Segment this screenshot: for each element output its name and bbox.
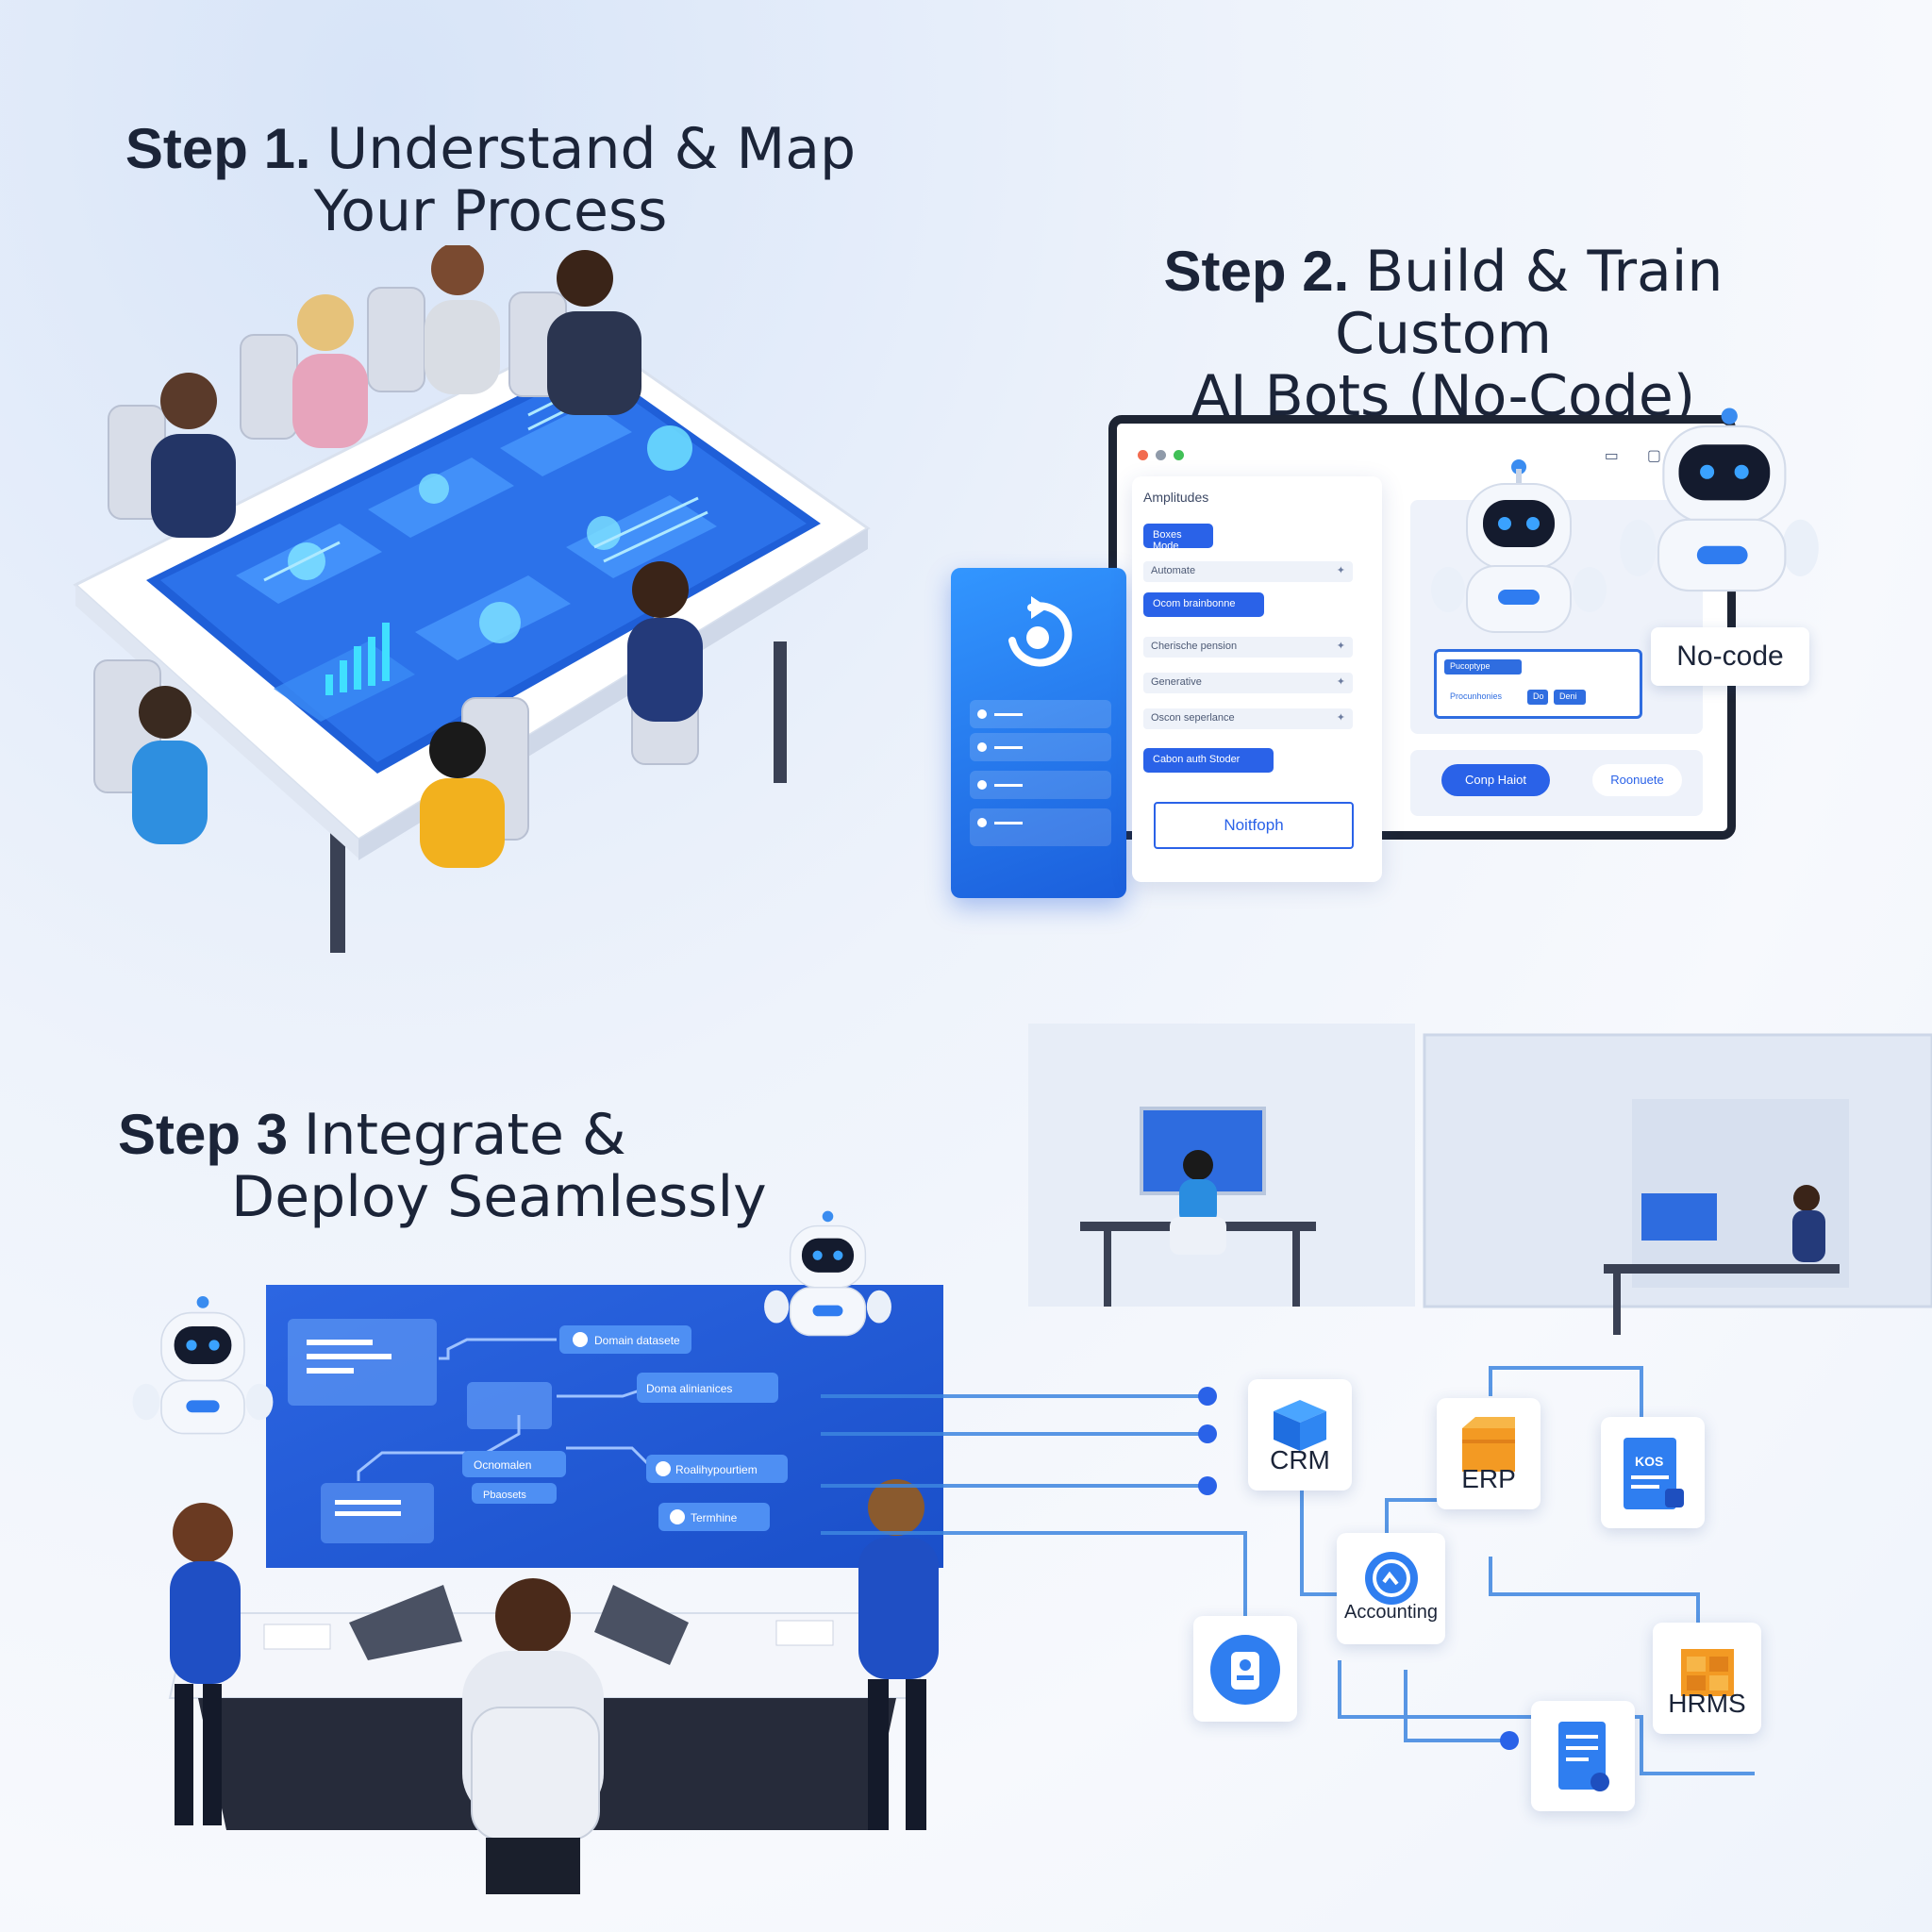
- form-field[interactable]: Oscon seperlance ✦: [1143, 708, 1353, 729]
- accounting-label: Accounting: [1344, 1602, 1438, 1623]
- chat-chip[interactable]: Pucoptype: [1444, 659, 1522, 675]
- flow-node[interactable]: Pbaosets: [472, 1483, 557, 1504]
- integration-connectors: [821, 1366, 1755, 1775]
- window-controls[interactable]: [1138, 450, 1184, 460]
- maximize-dot-icon[interactable]: [1174, 450, 1184, 460]
- document-icon: KOS: [1624, 1438, 1684, 1509]
- document-tile[interactable]: KOS: [1601, 1417, 1705, 1528]
- form-action-button[interactable]: Ocom brainbonne: [1143, 592, 1264, 617]
- sidebar-item[interactable]: [970, 733, 1111, 761]
- id-badge-icon: [1210, 1635, 1280, 1705]
- primary-action-button[interactable]: Conp Haiot: [1441, 764, 1550, 796]
- step-1-number: Step 1.: [125, 117, 311, 180]
- form-submit-button[interactable]: Noitfoph: [1154, 802, 1354, 849]
- robot-icon: [1620, 408, 1819, 592]
- chat-input-box[interactable]: Pucoptype Procunhonies Do Deni: [1434, 649, 1642, 719]
- hrms-label: HRMS: [1668, 1689, 1746, 1718]
- window-icon[interactable]: ▢: [1646, 448, 1661, 464]
- accounting-icon: [1364, 1552, 1418, 1605]
- invoice-icon: [1558, 1722, 1609, 1791]
- flow-node-label: Termhine: [691, 1511, 738, 1524]
- flow-node[interactable]: Doma alinianices: [637, 1373, 778, 1403]
- invoice-tile[interactable]: [1531, 1701, 1635, 1811]
- hrms-box-icon: [1680, 1649, 1734, 1696]
- form-field[interactable]: Cherische pension ✦: [1143, 637, 1353, 658]
- chat-chip[interactable]: Procunhonies: [1450, 691, 1503, 701]
- id-badge-tile[interactable]: [1193, 1616, 1297, 1722]
- form-field-label: Cherische pension: [1151, 641, 1238, 652]
- sidebar-item[interactable]: [970, 808, 1111, 846]
- erp-box-icon: [1462, 1417, 1515, 1472]
- plus-icon[interactable]: ✦: [1336, 641, 1345, 652]
- secondary-action-button[interactable]: Roonuete: [1592, 764, 1682, 796]
- crm-label: CRM: [1270, 1445, 1330, 1474]
- flow-node[interactable]: Termhine: [658, 1503, 770, 1531]
- deploy-team-illustration: Domain datasete Doma alinianices Ocnomal…: [168, 1285, 943, 1894]
- office-backdrop-illustration: [1028, 1024, 1932, 1335]
- bot-config-form: Amplitudes Boxes Mode Automate ✦ Ocom bra…: [1132, 476, 1382, 882]
- flow-node[interactable]: Domain datasete: [559, 1325, 691, 1354]
- step-3-title-line2: Deploy Seamlessly: [231, 1164, 767, 1230]
- crm-tile[interactable]: CRM: [1248, 1379, 1352, 1491]
- flow-node-label: Domain datasete: [594, 1334, 680, 1347]
- close-dot-icon[interactable]: [1138, 450, 1148, 460]
- chat-chip[interactable]: Do: [1527, 690, 1548, 705]
- form-action-button[interactable]: Cabon auth Stoder: [1143, 748, 1274, 773]
- accounting-tile[interactable]: Accounting: [1337, 1533, 1445, 1644]
- flow-node-label: Roalihypourtiem: [675, 1463, 758, 1476]
- flow-node-label: Doma alinianices: [646, 1382, 732, 1395]
- step-3-number: Step 3: [118, 1103, 289, 1166]
- step-3-title-line1: Integrate &: [303, 1102, 626, 1168]
- step-1-meeting-illustration: [73, 245, 871, 953]
- step-2-title-line1: Build & Train Custom: [1335, 239, 1724, 367]
- robot-icon: [1431, 459, 1607, 633]
- form-field[interactable]: Generative ✦: [1143, 673, 1353, 693]
- chat-chip[interactable]: Deni: [1554, 690, 1586, 705]
- hrms-tile[interactable]: HRMS: [1653, 1623, 1761, 1734]
- step-2-number: Step 2.: [1163, 240, 1350, 303]
- plus-icon[interactable]: ✦: [1336, 712, 1345, 724]
- image-icon[interactable]: ▭: [1604, 448, 1619, 464]
- step-1-title-line2: Your Process: [313, 178, 668, 244]
- sidebar-item[interactable]: [970, 771, 1111, 799]
- flow-node[interactable]: Ocnomalen: [462, 1451, 566, 1477]
- flow-node[interactable]: Roalihypourtiem: [646, 1455, 788, 1483]
- minimize-dot-icon[interactable]: [1156, 450, 1166, 460]
- form-field-label: Automate: [1151, 565, 1196, 576]
- bot-sidebar-card: [951, 568, 1126, 898]
- plus-icon[interactable]: ✦: [1336, 565, 1345, 576]
- form-field[interactable]: Automate ✦: [1143, 561, 1353, 582]
- step-1-heading: Step 1. Understand & Map Your Process: [113, 116, 868, 244]
- step-1-title-line1: Understand & Map: [326, 116, 857, 182]
- step-2-heading: Step 2. Build & Train Custom AI Bots (No…: [1047, 239, 1840, 428]
- crm-box-icon: [1274, 1400, 1326, 1451]
- erp-label: ERP: [1461, 1464, 1516, 1493]
- form-field-label: Oscon seperlance: [1151, 712, 1235, 724]
- meeting-people: [132, 245, 703, 868]
- document-icon-text: KOS: [1635, 1454, 1663, 1469]
- form-field-label: Generative: [1151, 676, 1202, 688]
- robot-icon: [764, 1210, 891, 1337]
- sidebar-item[interactable]: [970, 700, 1111, 728]
- step-3-heading: Step 3 Integrate & Deploy Seamlessly: [118, 1102, 797, 1230]
- plus-icon[interactable]: ✦: [1336, 676, 1345, 688]
- flow-node-label: Pbaosets: [483, 1490, 526, 1501]
- robot-icon: [132, 1296, 274, 1435]
- form-title: Amplitudes: [1143, 490, 1209, 505]
- sync-icon[interactable]: [993, 589, 1083, 678]
- form-mode-button[interactable]: Boxes Mode: [1143, 524, 1213, 552]
- flow-node-label: Ocnomalen: [474, 1458, 531, 1472]
- erp-tile[interactable]: ERP: [1437, 1398, 1541, 1509]
- no-code-badge: No-code: [1651, 627, 1809, 686]
